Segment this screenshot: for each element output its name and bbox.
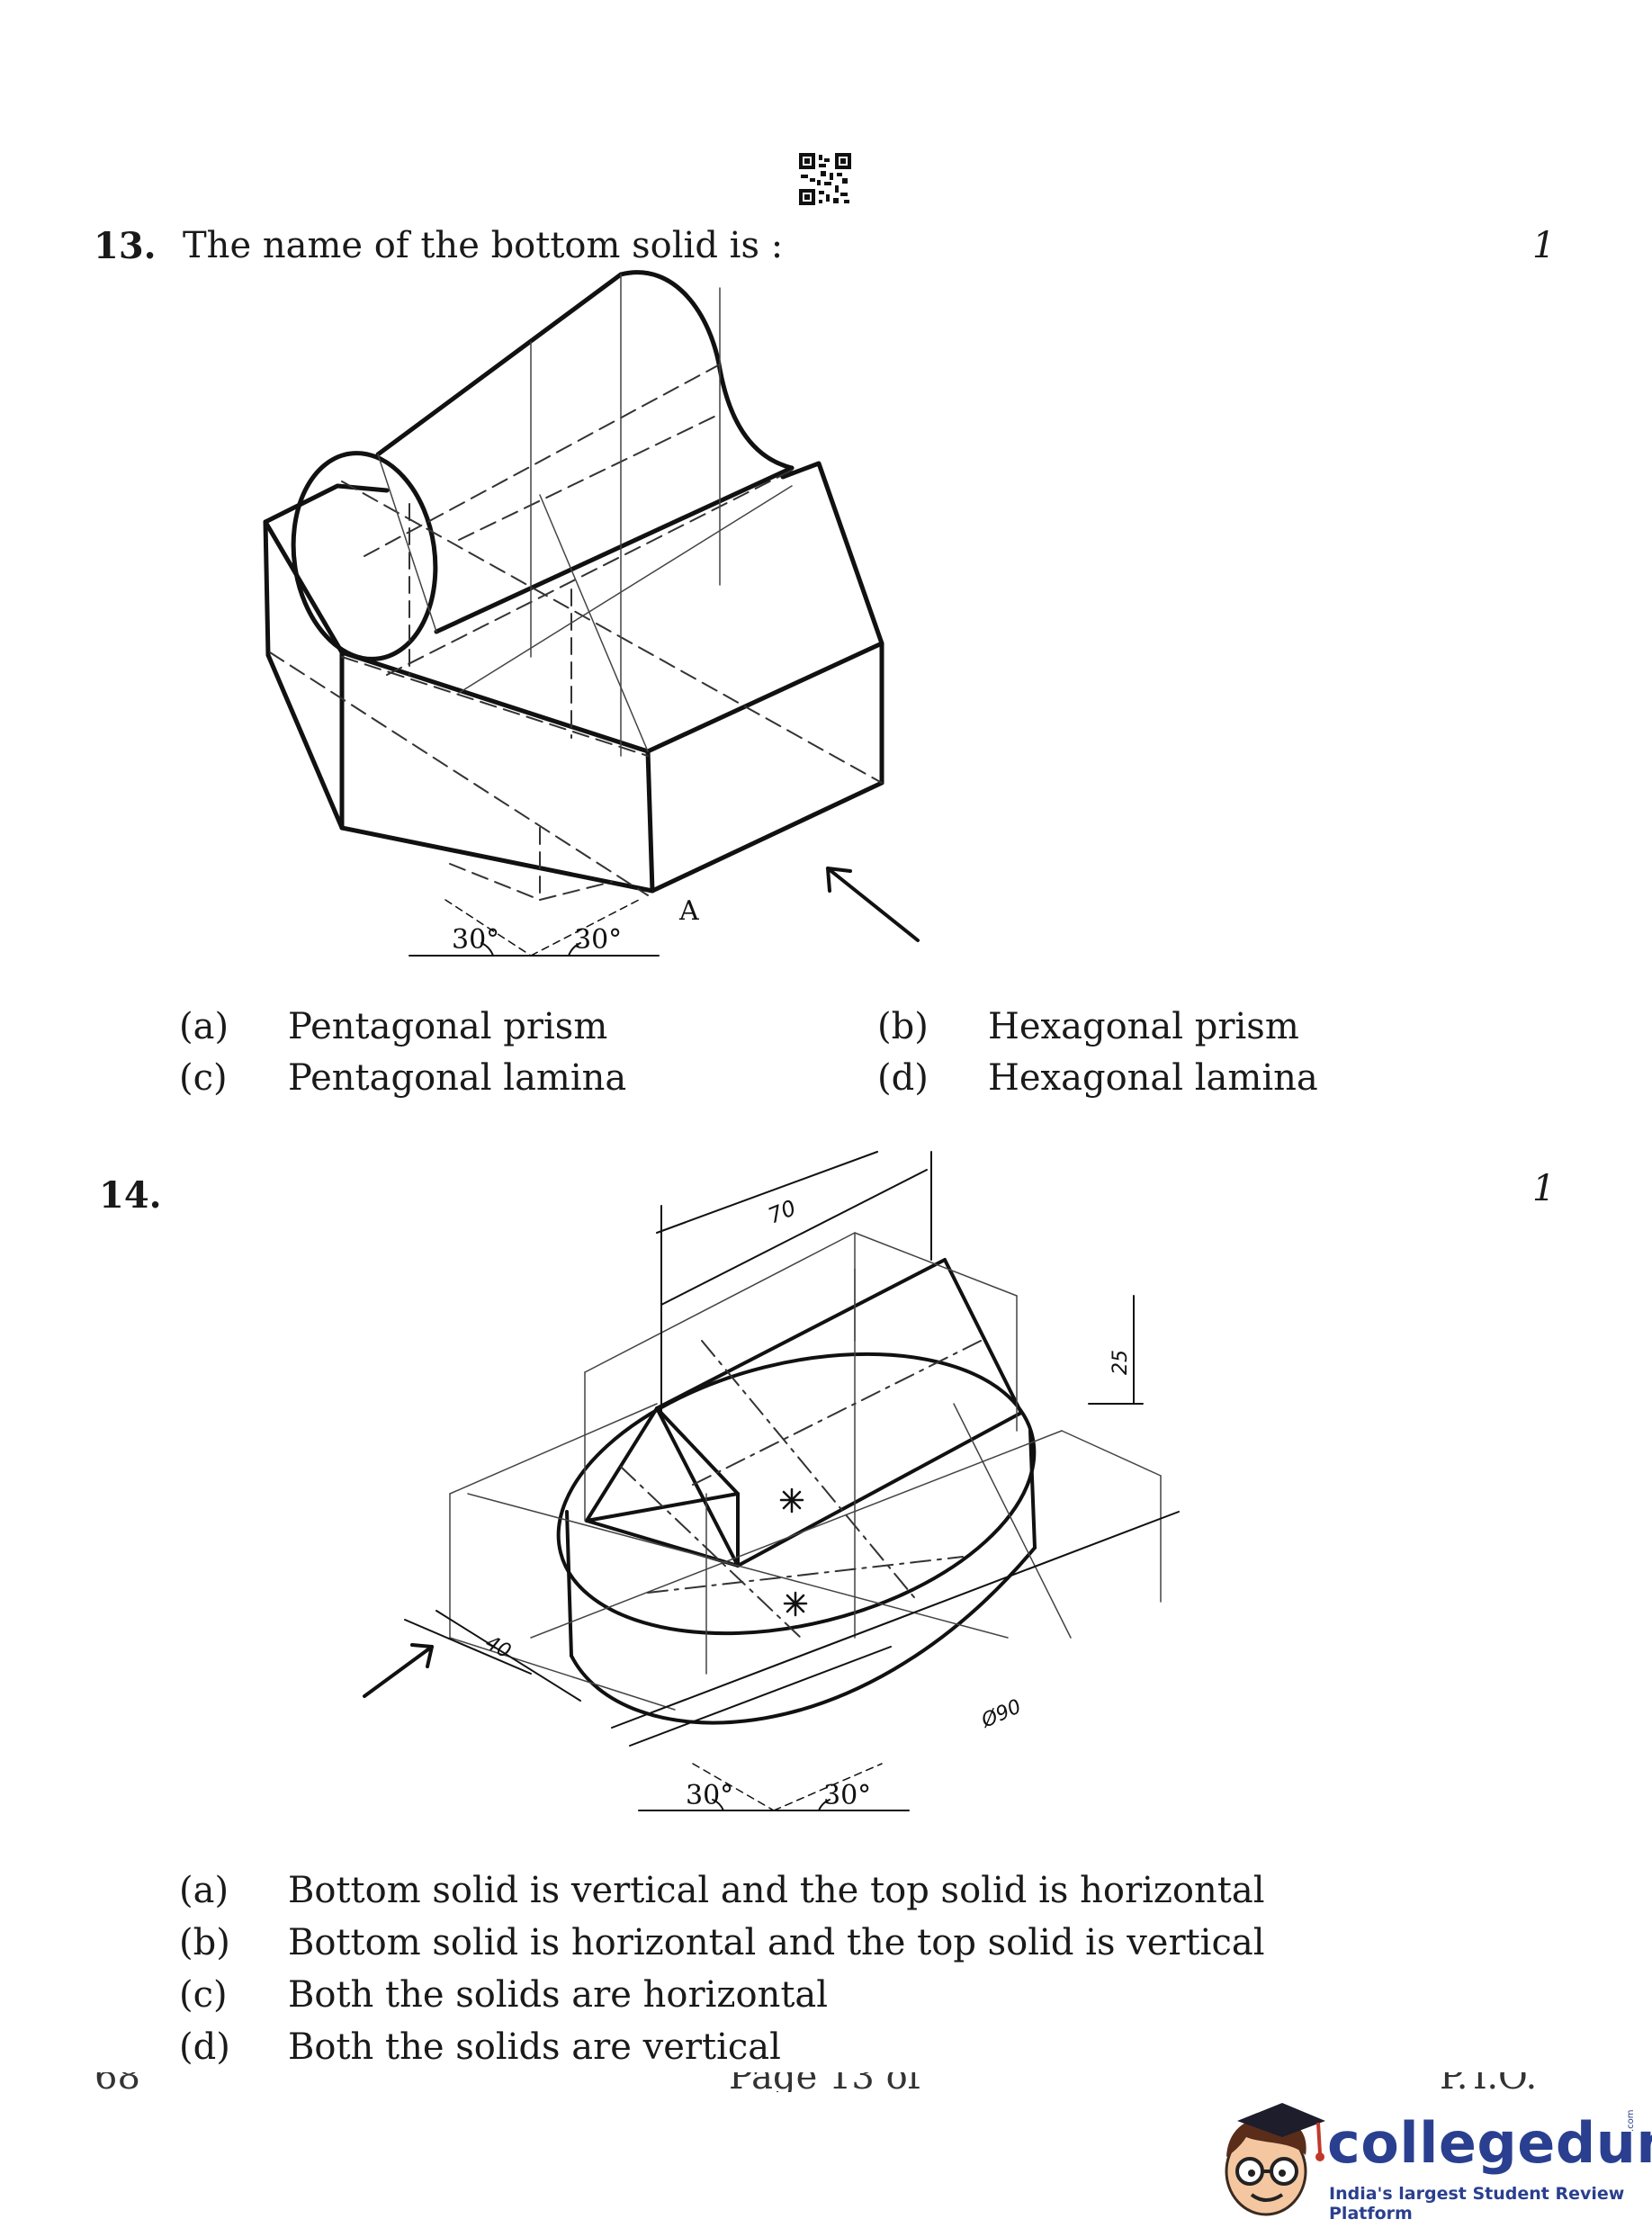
- collegedunia-watermark: collegedunia .com India's largest Studen…: [1219, 2101, 1652, 2224]
- q13-angle-right: 30°: [574, 924, 622, 956]
- q14-dim-length: 70: [765, 1195, 800, 1228]
- q14-dim-width: 40: [481, 1631, 514, 1663]
- qr-code-icon: [799, 153, 851, 205]
- q14-option-b-label: (b): [179, 1922, 230, 1963]
- brand-name: collegedunia: [1327, 2110, 1652, 2176]
- q13-option-c-text: Pentagonal lamina: [288, 1057, 627, 1099]
- q13-option-b-label: (b): [877, 1006, 929, 1047]
- q14-dim-height: 25: [1109, 1350, 1132, 1375]
- q13-point-label: A: [678, 895, 699, 927]
- footer-pto: P.T.O.: [1440, 2072, 1548, 2092]
- question-13-number: 13.: [94, 225, 157, 267]
- q14-angle-right: 30°: [823, 1780, 871, 1811]
- question-14-number: 14.: [99, 1174, 162, 1217]
- q14-option-d-text: Both the solids are vertical: [288, 2026, 781, 2068]
- question-13-marks: 1: [1532, 225, 1556, 266]
- q14-option-c-label: (c): [179, 1974, 228, 2016]
- mascot-icon: [1219, 2101, 1325, 2218]
- q14-option-a-label: (a): [179, 1870, 229, 1911]
- q13-option-a-label: (a): [179, 1006, 229, 1047]
- footer-page-code: 68: [94, 2072, 175, 2092]
- q13-option-b-text: Hexagonal prism: [988, 1006, 1299, 1047]
- brand-domain: .com: [1626, 2109, 1636, 2132]
- q13-angle-left: 30°: [452, 924, 499, 956]
- q14-dim-diameter: Ø90: [977, 1695, 1024, 1733]
- q13-option-c-label: (c): [179, 1057, 228, 1099]
- q13-option-d-text: Hexagonal lamina: [988, 1057, 1318, 1099]
- question-14-figure: 70 25 40 Ø90: [351, 1134, 1215, 1836]
- question-13-figure: 30° 30° A: [252, 270, 954, 972]
- q14-option-c-text: Both the solids are horizontal: [288, 1974, 829, 2016]
- question-13-text: The name of the bottom solid is :: [183, 225, 784, 266]
- brand-tagline: India's largest Student Review Platform: [1329, 2184, 1625, 2224]
- q14-angle-left: 30°: [686, 1780, 733, 1811]
- q13-option-d-label: (d): [877, 1057, 929, 1099]
- q14-option-b-text: Bottom solid is horizontal and the top s…: [288, 1922, 1265, 1963]
- q14-option-a-text: Bottom solid is vertical and the top sol…: [288, 1870, 1265, 1911]
- q14-option-d-label: (d): [179, 2026, 230, 2068]
- question-14-marks: 1: [1532, 1168, 1556, 1209]
- footer-page-number: Page 13 of 23: [729, 2072, 963, 2092]
- q13-option-a-text: Pentagonal prism: [288, 1006, 608, 1047]
